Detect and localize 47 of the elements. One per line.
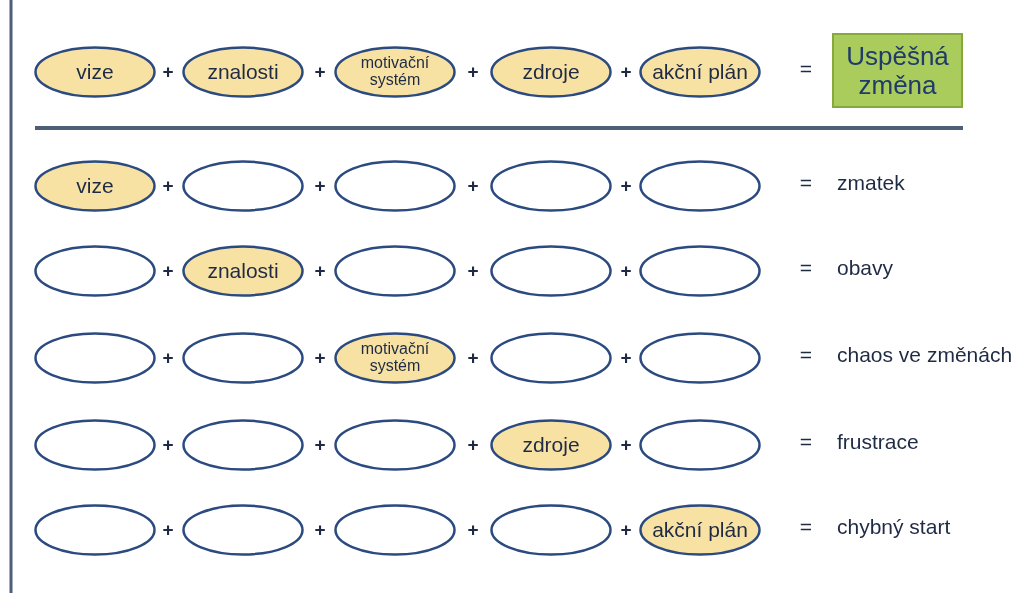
plus-sign: + bbox=[467, 261, 479, 280]
equals-sign: = bbox=[799, 516, 813, 537]
node-text: vize bbox=[76, 174, 114, 197]
node-text: Uspěšná změna bbox=[845, 41, 950, 100]
plus-sign: + bbox=[620, 176, 632, 195]
result-text: zmatek bbox=[837, 172, 905, 193]
plus-sign: + bbox=[162, 348, 174, 367]
node-text: zdroje bbox=[522, 60, 580, 83]
plus-sign: + bbox=[314, 520, 326, 539]
plus-sign: + bbox=[314, 435, 326, 454]
plus-sign: + bbox=[620, 435, 632, 454]
node-text: znalosti bbox=[207, 259, 279, 282]
plus-sign: + bbox=[620, 520, 632, 539]
plus-sign: + bbox=[467, 520, 479, 539]
plus-sign: + bbox=[314, 261, 326, 280]
plus-sign: + bbox=[162, 435, 174, 454]
node-text: zdroje bbox=[522, 433, 580, 456]
plus-sign: + bbox=[620, 62, 632, 81]
plus-sign: + bbox=[467, 62, 479, 81]
node-text: akční plán bbox=[652, 518, 748, 541]
plus-sign: + bbox=[314, 176, 326, 195]
plus-sign: + bbox=[162, 261, 174, 280]
plus-sign: + bbox=[162, 520, 174, 539]
equals-sign: = bbox=[799, 172, 813, 193]
equals-sign: = bbox=[799, 58, 813, 79]
equals-sign: = bbox=[799, 344, 813, 365]
result-text: chybný start bbox=[837, 516, 951, 537]
plus-sign: + bbox=[314, 62, 326, 81]
node-text: vize bbox=[76, 60, 114, 83]
result-text: obavy bbox=[837, 257, 894, 278]
plus-sign: + bbox=[467, 348, 479, 367]
result-text: chaos ve změnách bbox=[837, 344, 1013, 365]
node-text: motivační systém bbox=[359, 341, 431, 375]
plus-sign: + bbox=[162, 62, 174, 81]
plus-sign: + bbox=[620, 348, 632, 367]
equals-sign: = bbox=[799, 431, 813, 452]
result-text: frustrace bbox=[837, 431, 919, 452]
plus-sign: + bbox=[162, 176, 174, 195]
plus-sign: + bbox=[620, 261, 632, 280]
plus-sign: + bbox=[467, 176, 479, 195]
equals-sign: = bbox=[799, 257, 813, 278]
node-text: akční plán bbox=[652, 60, 748, 83]
node-text: motivační systém bbox=[359, 55, 431, 89]
plus-sign: + bbox=[314, 348, 326, 367]
node-text: znalosti bbox=[207, 60, 279, 83]
result-box bbox=[832, 33, 963, 108]
plus-sign: + bbox=[467, 435, 479, 454]
